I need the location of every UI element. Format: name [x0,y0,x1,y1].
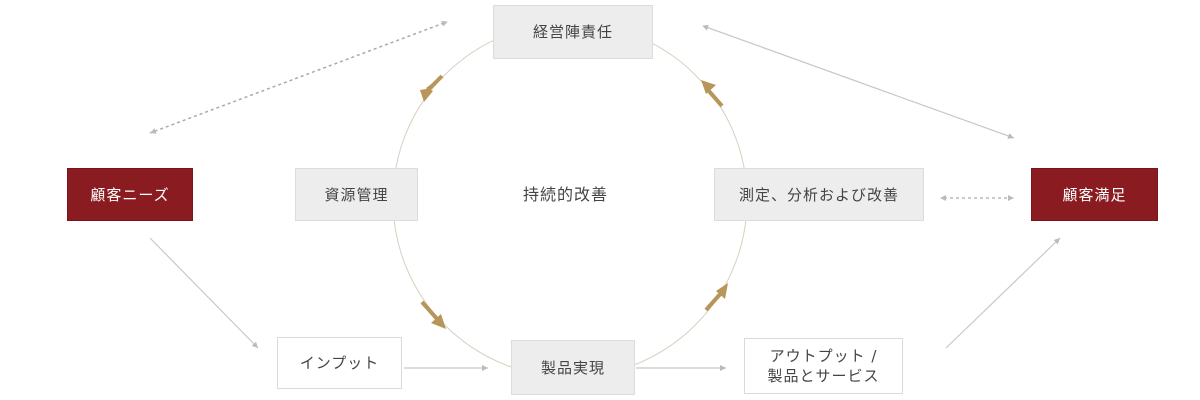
input-box: インプット [277,337,402,389]
resource-management-box: 資源管理 [295,168,418,221]
center-label: 持続的改善 [523,185,609,204]
output-label-line1: アウトプット / [769,347,878,365]
cycle-arrow-bottom-left [420,300,446,329]
management-customer-needs-dashed [149,20,448,134]
output-label-line2: 製品とサービス [767,367,880,385]
product-realization-box: 製品実現 [511,340,635,395]
cycle-arrow-bottom-right [704,283,728,312]
management-responsibility-box: 経営陣責任 [493,5,653,59]
management-customer-satisfaction-line [702,24,1015,139]
cycle-arrow-top-right [701,80,724,108]
customer-satisfaction-box: 顧客満足 [1031,168,1158,221]
output-box: アウトプット / 製品とサービス [744,338,903,394]
customer-needs-to-input-line [149,237,259,349]
customer-needs-box: 顧客ニーズ [67,168,193,221]
cycle-arrow-top-left [420,74,444,102]
measurement-analysis-box: 測定、分析および改善 [714,168,924,221]
output-to-satisfaction-line [945,237,1061,349]
